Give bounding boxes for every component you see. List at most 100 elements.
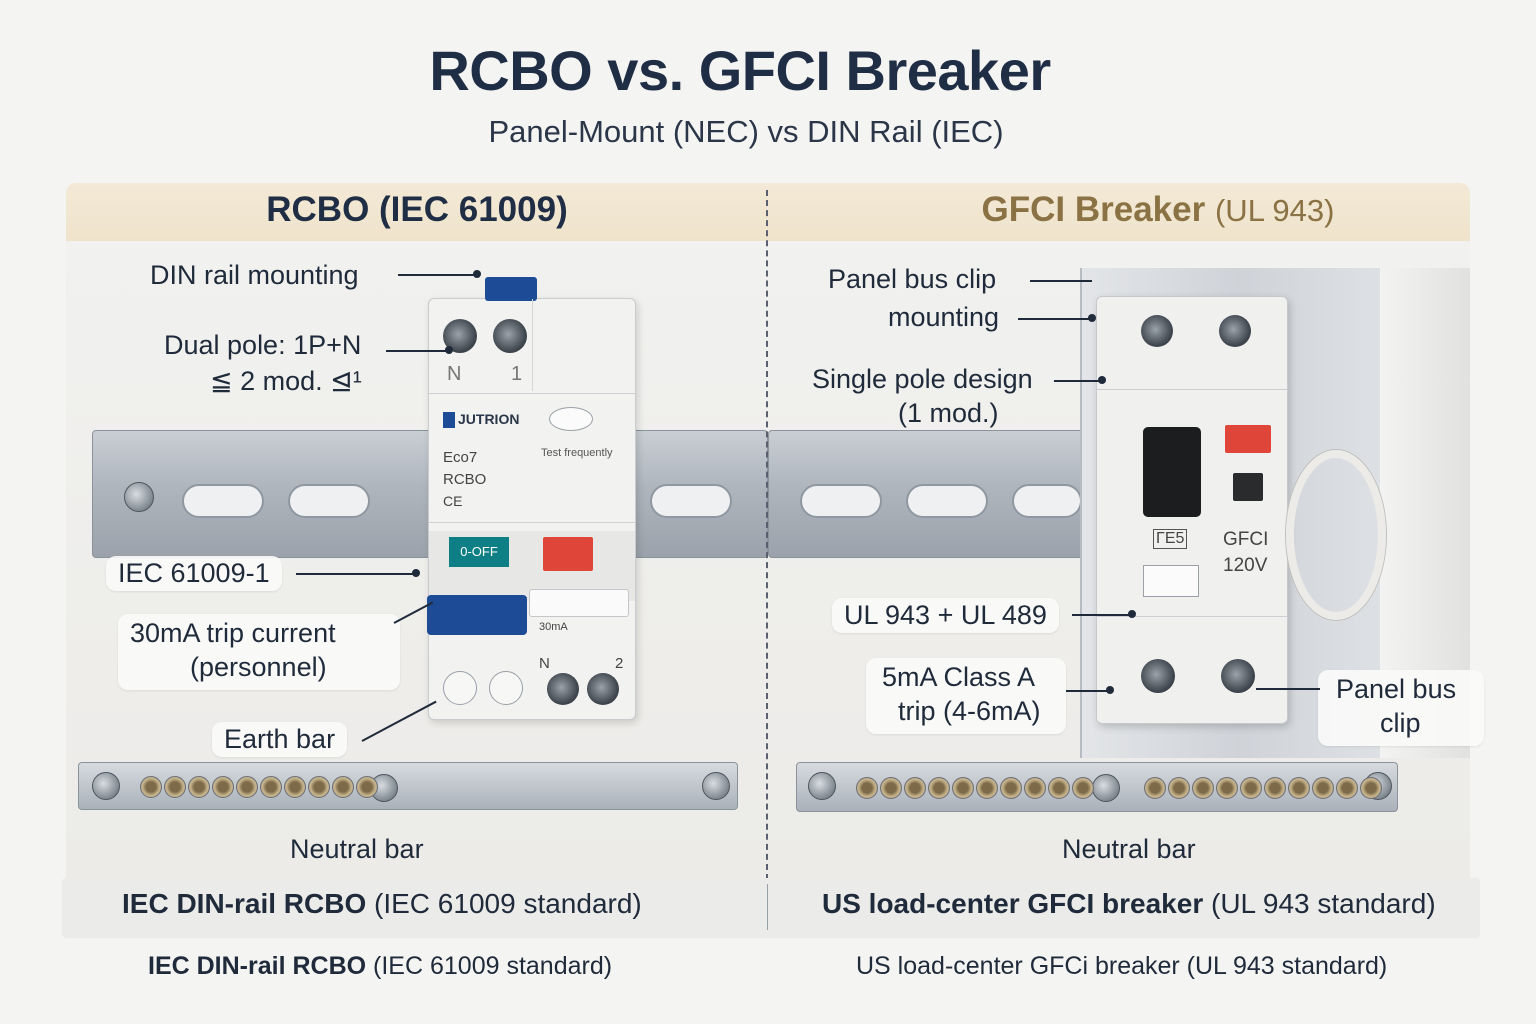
caption-left-rest: (IEC 61009 standard) (366, 888, 642, 919)
terminal-screw-icon (1141, 315, 1173, 347)
bar-hole-icon (1144, 777, 1166, 799)
bar-hole-icon (1360, 777, 1382, 799)
label-class-a-line2: trip (4-6mA) (898, 696, 1041, 726)
bar-hole-icon (928, 777, 950, 799)
terminal-hole-icon (443, 671, 477, 705)
label-ul-943-489: UL 943 + UL 489 (832, 598, 1059, 633)
din-clip-icon (485, 277, 537, 301)
model-line-2: RCBO (443, 471, 487, 488)
ce-mark: CE (443, 493, 463, 509)
label-iec-61009-1: IEC 61009-1 (106, 556, 282, 591)
bar-hole-icon (284, 776, 306, 798)
label-dual-pole: Dual pole: 1P+N (164, 330, 362, 360)
leader-line (386, 350, 448, 352)
rail-slot (650, 484, 732, 518)
bar-screw-icon (92, 772, 120, 800)
label-single-pole: Single pole design (812, 364, 1033, 394)
bar-hole-icon (140, 776, 162, 798)
leader-dot (1098, 376, 1106, 384)
rcbo-faceplate (429, 393, 635, 523)
label-panel-bus-clip-2 (1318, 670, 1484, 746)
footer-left-rest: (IEC 61009 standard) (366, 952, 613, 980)
rating-label: 30mA (539, 621, 568, 633)
caption-right-rest: (UL 943 standard) (1203, 888, 1436, 919)
caption-divider (767, 884, 768, 930)
bar-hole-icon (1264, 777, 1286, 799)
gfci-window (1143, 565, 1199, 597)
leader-line (1018, 318, 1092, 320)
model-line-1: Eco7 (443, 449, 478, 466)
page-title: RCBO vs. GFCI Breaker (429, 39, 1051, 102)
comparison-header-band (66, 183, 1470, 241)
label-trip-current (118, 614, 400, 690)
rcbo-header: RCBO (IEC 61009) (266, 190, 568, 229)
bar-hole-icon (1288, 777, 1310, 799)
terminal-screw-icon (547, 673, 579, 705)
leader-line (296, 573, 416, 575)
rcbo-top-terminal-block (429, 299, 533, 391)
rail-slot (182, 484, 264, 518)
brand-name: JUTRION (458, 411, 520, 427)
bar-hole-icon (1312, 777, 1334, 799)
gfci-test-button[interactable] (1225, 425, 1271, 453)
label-earth-bar: Earth bar (212, 722, 348, 757)
label-neutral-bar-left: Neutral bar (290, 834, 424, 864)
caption-band (62, 878, 1480, 938)
label-module-width: ≦ 2 mod. ⊴¹ (210, 366, 362, 396)
leader-dot (445, 346, 453, 354)
terminal-screw-icon (587, 673, 619, 705)
bar-hole-icon (904, 777, 926, 799)
bar-hole-icon (236, 776, 258, 798)
caption-right: US load-center GFCI breaker (UL 943 stan… (822, 888, 1436, 920)
leader-line (1072, 614, 1132, 616)
gfci-indicator (1233, 473, 1263, 501)
gfci-mark: ΓΕ5 (1153, 529, 1188, 549)
page-subtitle: Panel-Mount (NEC) vs DIN Rail (IEC) (488, 114, 1004, 149)
test-button[interactable] (549, 407, 593, 431)
rail-slot (288, 484, 370, 518)
rcbo-main-handle[interactable] (427, 595, 527, 635)
footer-right: US load-center GFCi breaker (UL 943 stan… (856, 952, 1388, 980)
gfci-handle[interactable] (1143, 427, 1201, 517)
terminal-label-n-bottom: N (539, 655, 550, 672)
bar-hole-icon (976, 777, 998, 799)
rcbo-aux-lever[interactable] (529, 589, 629, 617)
bar-hole-icon (1048, 777, 1070, 799)
gfci-header-standard: (UL 943) (1214, 193, 1335, 228)
gfci-voltage: 120V (1223, 555, 1268, 576)
bar-hole-icon (952, 777, 974, 799)
rcbo-device: N 1 JUTRION Eco7 RCBO CE Test frequently… (427, 277, 636, 720)
label-din-rail-mounting: DIN rail mounting (150, 260, 359, 290)
terminal-screw-icon (1219, 315, 1251, 347)
rail-slot (1012, 484, 1082, 518)
rail-slot (906, 484, 988, 518)
gfci-header-title: GFCI Breaker (981, 190, 1206, 229)
center-divider (766, 190, 768, 880)
bar-hole-icon (1072, 777, 1094, 799)
test-instruction: Test frequently (541, 447, 613, 459)
terminal-hole-icon (489, 671, 523, 705)
gfci-header: GFCI Breaker (UL 943) (768, 190, 1536, 230)
label-panel-bus-clip-2-line1: Panel bus (1336, 674, 1457, 704)
pigtail-wire (1286, 450, 1386, 620)
bar-screw-icon (1092, 774, 1120, 802)
label-trip-current-line1: 30mA trip current (130, 618, 336, 648)
bar-hole-icon (1024, 777, 1046, 799)
rail-slot (800, 484, 882, 518)
leader-line (398, 274, 476, 276)
leader-line (1054, 380, 1102, 382)
rcbo-trip-indicator (543, 537, 593, 571)
brand-logo: JUTRION (443, 411, 520, 429)
bar-hole-icon (1240, 777, 1262, 799)
bar-screw-icon (808, 772, 836, 800)
terminal-screw-icon (1141, 659, 1175, 693)
label-one-module: (1 mod.) (898, 398, 999, 428)
bar-screw-icon (702, 772, 730, 800)
bar-hole-icon (332, 776, 354, 798)
terminal-label-2: 2 (615, 655, 624, 672)
terminal-label-n: N (447, 363, 462, 385)
rcbo-switch-label: 0-OFF (449, 537, 509, 567)
caption-left: IEC DIN-rail RCBO (IEC 61009 standard) (122, 888, 642, 920)
earth-bar (78, 762, 738, 810)
bar-hole-icon (880, 777, 902, 799)
